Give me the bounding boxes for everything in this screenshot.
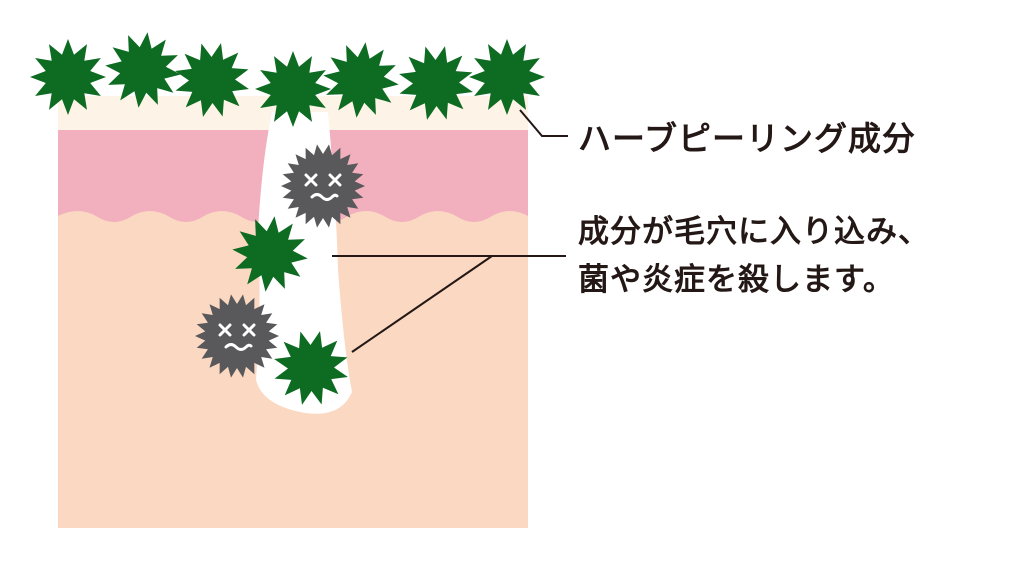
green-starburst-icon: [232, 216, 308, 292]
germ-face-icon: [281, 144, 365, 228]
green-starburst-icon: [255, 51, 331, 127]
green-starburst-icon: [274, 331, 348, 405]
green-starburst-icon: [399, 46, 473, 120]
pore-leader-line-lower: [351, 255, 493, 353]
green-starburst-icon: [105, 32, 181, 108]
herbal-particles: [30, 32, 545, 405]
green-starburst-icon: [30, 39, 106, 115]
bacteria-group: [195, 144, 365, 378]
herbal-peeling-label: ハーブピーリング成分: [578, 119, 917, 158]
herbal-leader-line: [519, 109, 568, 137]
description-line-2: 菌や炎症を殺します。: [578, 262, 895, 298]
description-line-1: 成分が毛穴に入り込み、: [578, 214, 930, 250]
green-starburst-icon: [469, 39, 545, 115]
germ-face-icon: [195, 294, 279, 378]
green-starburst-icon: [323, 42, 399, 118]
green-starburst-icon: [175, 43, 249, 117]
